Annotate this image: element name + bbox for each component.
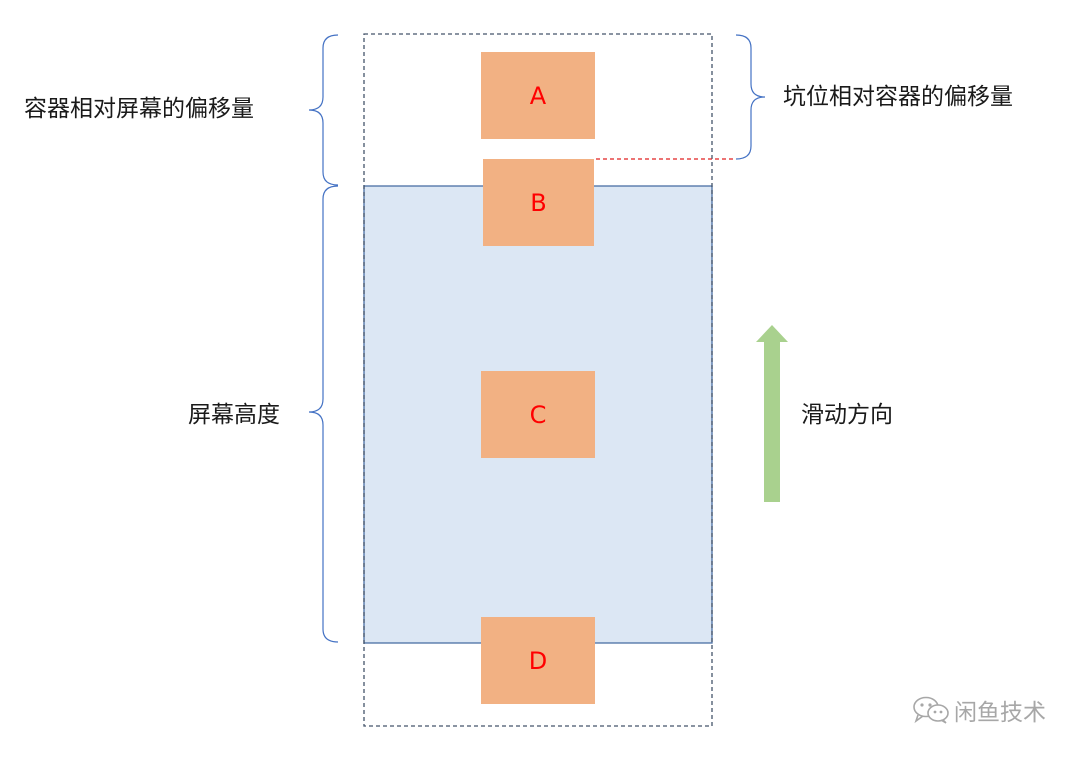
watermark: 闲鱼技术 <box>912 693 1046 727</box>
slot-box-b: B <box>483 159 594 246</box>
screen-height-label: 屏幕高度 <box>188 402 280 428</box>
slot-offset-brace <box>735 34 766 160</box>
slot-box-c: C <box>481 371 595 458</box>
slot-label-a: A <box>529 81 547 110</box>
container-offset-label: 容器相对屏幕的偏移量 <box>24 96 254 122</box>
wechat-icon <box>913 696 949 724</box>
watermark-text: 闲鱼技术 <box>954 700 1046 726</box>
slot-box-a: A <box>481 52 595 139</box>
slot-box-d: D <box>481 617 595 704</box>
slot-label-b: B <box>530 188 547 217</box>
slot-offset-label: 坑位相对容器的偏移量 <box>783 84 1013 110</box>
scroll-arrow-head <box>756 325 788 342</box>
container-offset-brace <box>308 34 339 186</box>
slot-label-d: D <box>528 646 548 675</box>
container-outline <box>363 33 713 727</box>
screen-height-brace <box>308 185 339 643</box>
scroll-direction-label: 滑动方向 <box>801 402 893 428</box>
slot-label-c: C <box>529 400 547 429</box>
scroll-arrow-shaft <box>764 340 780 502</box>
